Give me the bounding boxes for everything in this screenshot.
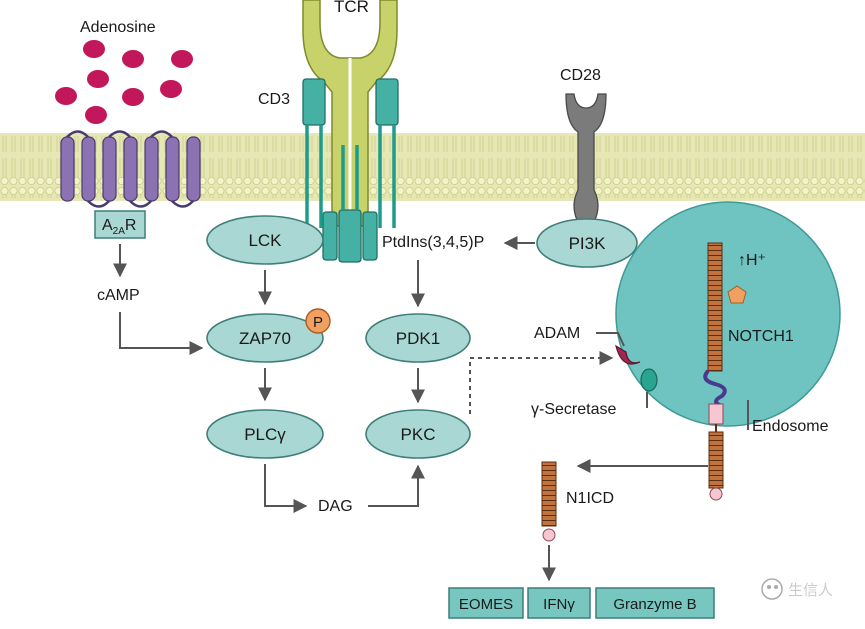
svg-text:IFNγ: IFNγ	[543, 596, 575, 613]
adenosine-label: Adenosine	[80, 19, 156, 36]
notch1-label: NOTCH1	[728, 328, 794, 345]
notch1-tail	[708, 431, 724, 489]
notch1-coil	[703, 369, 727, 408]
tcr-label: TCR	[334, 0, 369, 16]
svg-text:PKC: PKC	[401, 425, 436, 444]
arrow-camp-zap70	[119, 312, 204, 355]
arrow-plcg-dag	[264, 464, 308, 513]
adam-enzyme	[615, 344, 641, 365]
cd3-label: CD3	[258, 91, 290, 108]
cd28-label: CD28	[560, 67, 601, 84]
svg-text:PLCγ: PLCγ	[244, 425, 286, 444]
a2ar-receptor	[60, 136, 201, 202]
node-pdk1: PDK1	[365, 313, 471, 363]
svg-text:EOMES: EOMES	[459, 596, 513, 613]
h-plus-label: ↑H⁺	[738, 252, 766, 269]
adenosine-molecule	[55, 87, 77, 105]
pathway-arrows	[113, 236, 749, 582]
adenosine-molecule	[171, 50, 193, 68]
node-zap70: ZAP70	[206, 313, 324, 363]
notch1-tm-domain	[708, 403, 724, 425]
svg-text:生信人: 生信人	[788, 582, 833, 599]
gamma-secretase-enzyme	[640, 368, 658, 392]
ptdins-label: PtdIns(3,4,5)P	[382, 234, 484, 251]
endosome	[615, 201, 841, 427]
camp-label: cAMP	[97, 287, 140, 304]
node-plcg: PLCγ	[206, 409, 324, 459]
n1icd-label: N1ICD	[566, 490, 614, 507]
ligand-pentagon	[727, 285, 747, 304]
svg-text:Granzyme B: Granzyme B	[613, 596, 696, 613]
adenosine-molecule	[85, 106, 107, 124]
dag-label: DAG	[318, 498, 353, 515]
adam-label: ADAM	[534, 325, 580, 342]
a2ar-loops	[66, 130, 194, 208]
arrow-dag-pkc	[368, 464, 425, 507]
output-eomes: EOMES	[448, 587, 524, 619]
a2ar-box	[94, 210, 146, 239]
adenosine-molecule	[87, 70, 109, 88]
cd3-tails	[305, 125, 396, 228]
tcr-label-bg	[322, 0, 378, 20]
svg-text:PDK1: PDK1	[396, 329, 440, 348]
adenosine-molecule	[122, 50, 144, 68]
cd28-receptor	[565, 93, 607, 223]
output-granzyme-b: Granzyme B	[595, 587, 715, 619]
output-ifng: IFNγ	[527, 587, 591, 619]
watermark: 生信人	[761, 578, 833, 600]
node-lck: LCK	[206, 215, 324, 265]
n1icd-fragment	[541, 461, 557, 527]
gamma-secretase-label: γ-Secretase	[531, 401, 616, 418]
svg-text:PI3K: PI3K	[569, 234, 607, 253]
svg-text:ZAP70: ZAP70	[239, 329, 291, 348]
notch1-receptor	[707, 242, 723, 372]
adenosine-molecule	[160, 80, 182, 98]
arrow-pkc-adam	[469, 351, 614, 414]
adenosine-molecule	[122, 88, 144, 106]
node-pi3k: PI3K	[536, 218, 638, 268]
n1icd-cap	[542, 528, 556, 542]
svg-text:LCK: LCK	[248, 231, 282, 250]
cd3-subunits	[302, 78, 399, 263]
svg-text:P: P	[313, 314, 323, 331]
a2ar-label: A2AR	[102, 217, 136, 237]
phospho-badge: P	[305, 308, 331, 334]
adenosine-molecule	[83, 40, 105, 58]
endosome-label: Endosome	[752, 418, 829, 435]
membrane-lipids	[0, 136, 865, 198]
adam-pointer	[596, 332, 625, 347]
node-pkc: PKC	[365, 409, 471, 459]
notch1-tail-cap	[709, 487, 723, 501]
adenosine-molecules	[55, 40, 193, 124]
